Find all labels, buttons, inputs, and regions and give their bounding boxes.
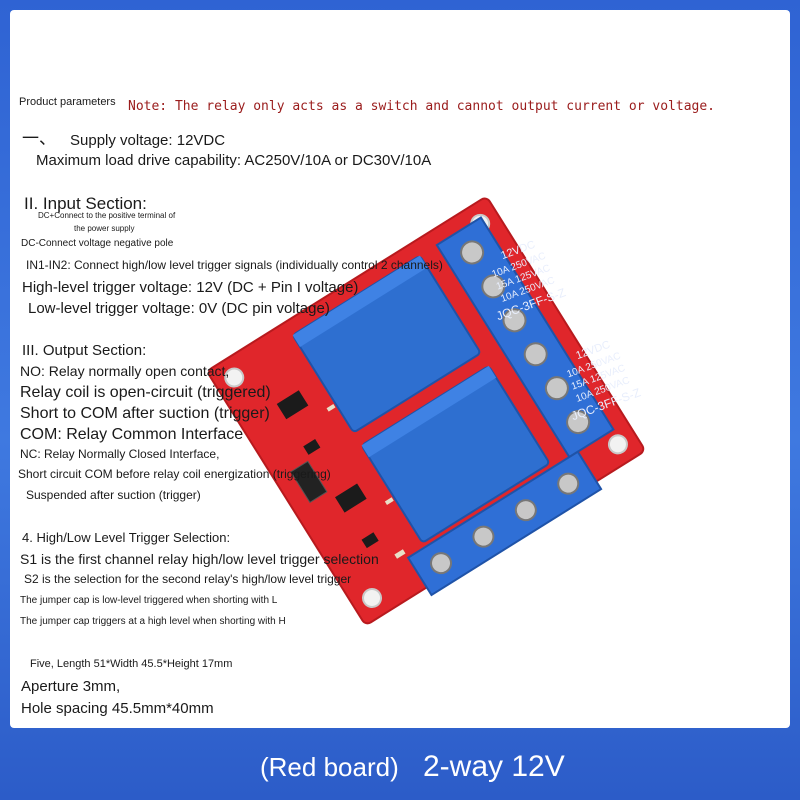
watermark: blessing: [674, 350, 711, 361]
short-to-com: Short to COM after suction (trigger): [20, 405, 270, 422]
max-load: Maximum load drive capability: AC250V/10…: [36, 152, 432, 169]
relay-1: [292, 255, 481, 433]
section3-title: III. Output Section:: [22, 342, 147, 359]
relay-2: [361, 365, 550, 543]
footer-board-color: (Red board): [260, 752, 399, 782]
input-terminal-block: [406, 450, 603, 597]
aperture: Aperture 3mm,: [21, 678, 121, 695]
mount-hole: [607, 434, 628, 455]
optocoupler: [335, 483, 367, 513]
no-contact: NO: Relay normally open contact,: [20, 363, 230, 379]
note: Note: The relay only acts as a switch an…: [128, 99, 715, 114]
jumper-header: [290, 460, 328, 504]
s2-selection: S2 is the selection for the second relay…: [24, 572, 352, 586]
transistor: [303, 439, 321, 455]
section1-marker: 一、: [22, 129, 56, 148]
in-pins: IN1-IN2: Connect high/low level trigger …: [26, 258, 443, 272]
coil-open: Relay coil is open-circuit (triggered): [20, 384, 271, 401]
optocoupler: [276, 390, 309, 420]
section2-title: II. Input Section:: [24, 194, 147, 213]
nc-contact: NC: Relay Normally Closed Interface,: [20, 447, 220, 461]
high-level-trigger: High-level trigger voltage: 12V (DC + Pi…: [22, 279, 359, 296]
com-interface: COM: Relay Common Interface: [20, 426, 244, 443]
mount-hole: [362, 588, 383, 609]
dimensions: Five, Length 51*Width 45.5*Height 17mm: [30, 658, 233, 670]
relay-board-illustration: 12VDC 10A 250VAC 15A 125VAC 10A 250VAC J…: [207, 197, 711, 625]
dc-minus: DC-Connect voltage negative pole: [21, 238, 174, 249]
jumper-low: The jumper cap is low-level triggered wh…: [20, 595, 278, 606]
output-terminal-block: [435, 216, 615, 459]
jumper-high: The jumper cap triggers at a high level …: [20, 616, 286, 627]
product-image-panel: 12VDC 10A 250VAC 15A 125VAC 10A 250VAC J…: [10, 10, 790, 728]
transistor: [361, 532, 379, 549]
dc-plus-line2: the power supply: [74, 224, 135, 233]
heading: Product parameters: [19, 96, 116, 108]
footer-model: 2-way 12V: [423, 750, 565, 783]
hole-spacing: Hole spacing 45.5mm*40mm: [21, 700, 214, 717]
section4-title: 4. High/Low Level Trigger Selection:: [22, 530, 231, 545]
dc-plus-line1: DC+Connect to the positive terminal of: [38, 211, 176, 220]
mount-hole: [224, 367, 245, 388]
supply-voltage: Supply voltage: 12VDC: [70, 132, 226, 149]
low-level-trigger: Low-level trigger voltage: 0V (DC pin vo…: [28, 300, 330, 317]
short-before: Short circuit COM before relay coil ener…: [18, 467, 331, 481]
watermark: blessing: [650, 318, 687, 329]
suspended: Suspended after suction (trigger): [26, 488, 201, 502]
s1-selection: S1 is the first channel relay high/low l…: [20, 551, 379, 567]
